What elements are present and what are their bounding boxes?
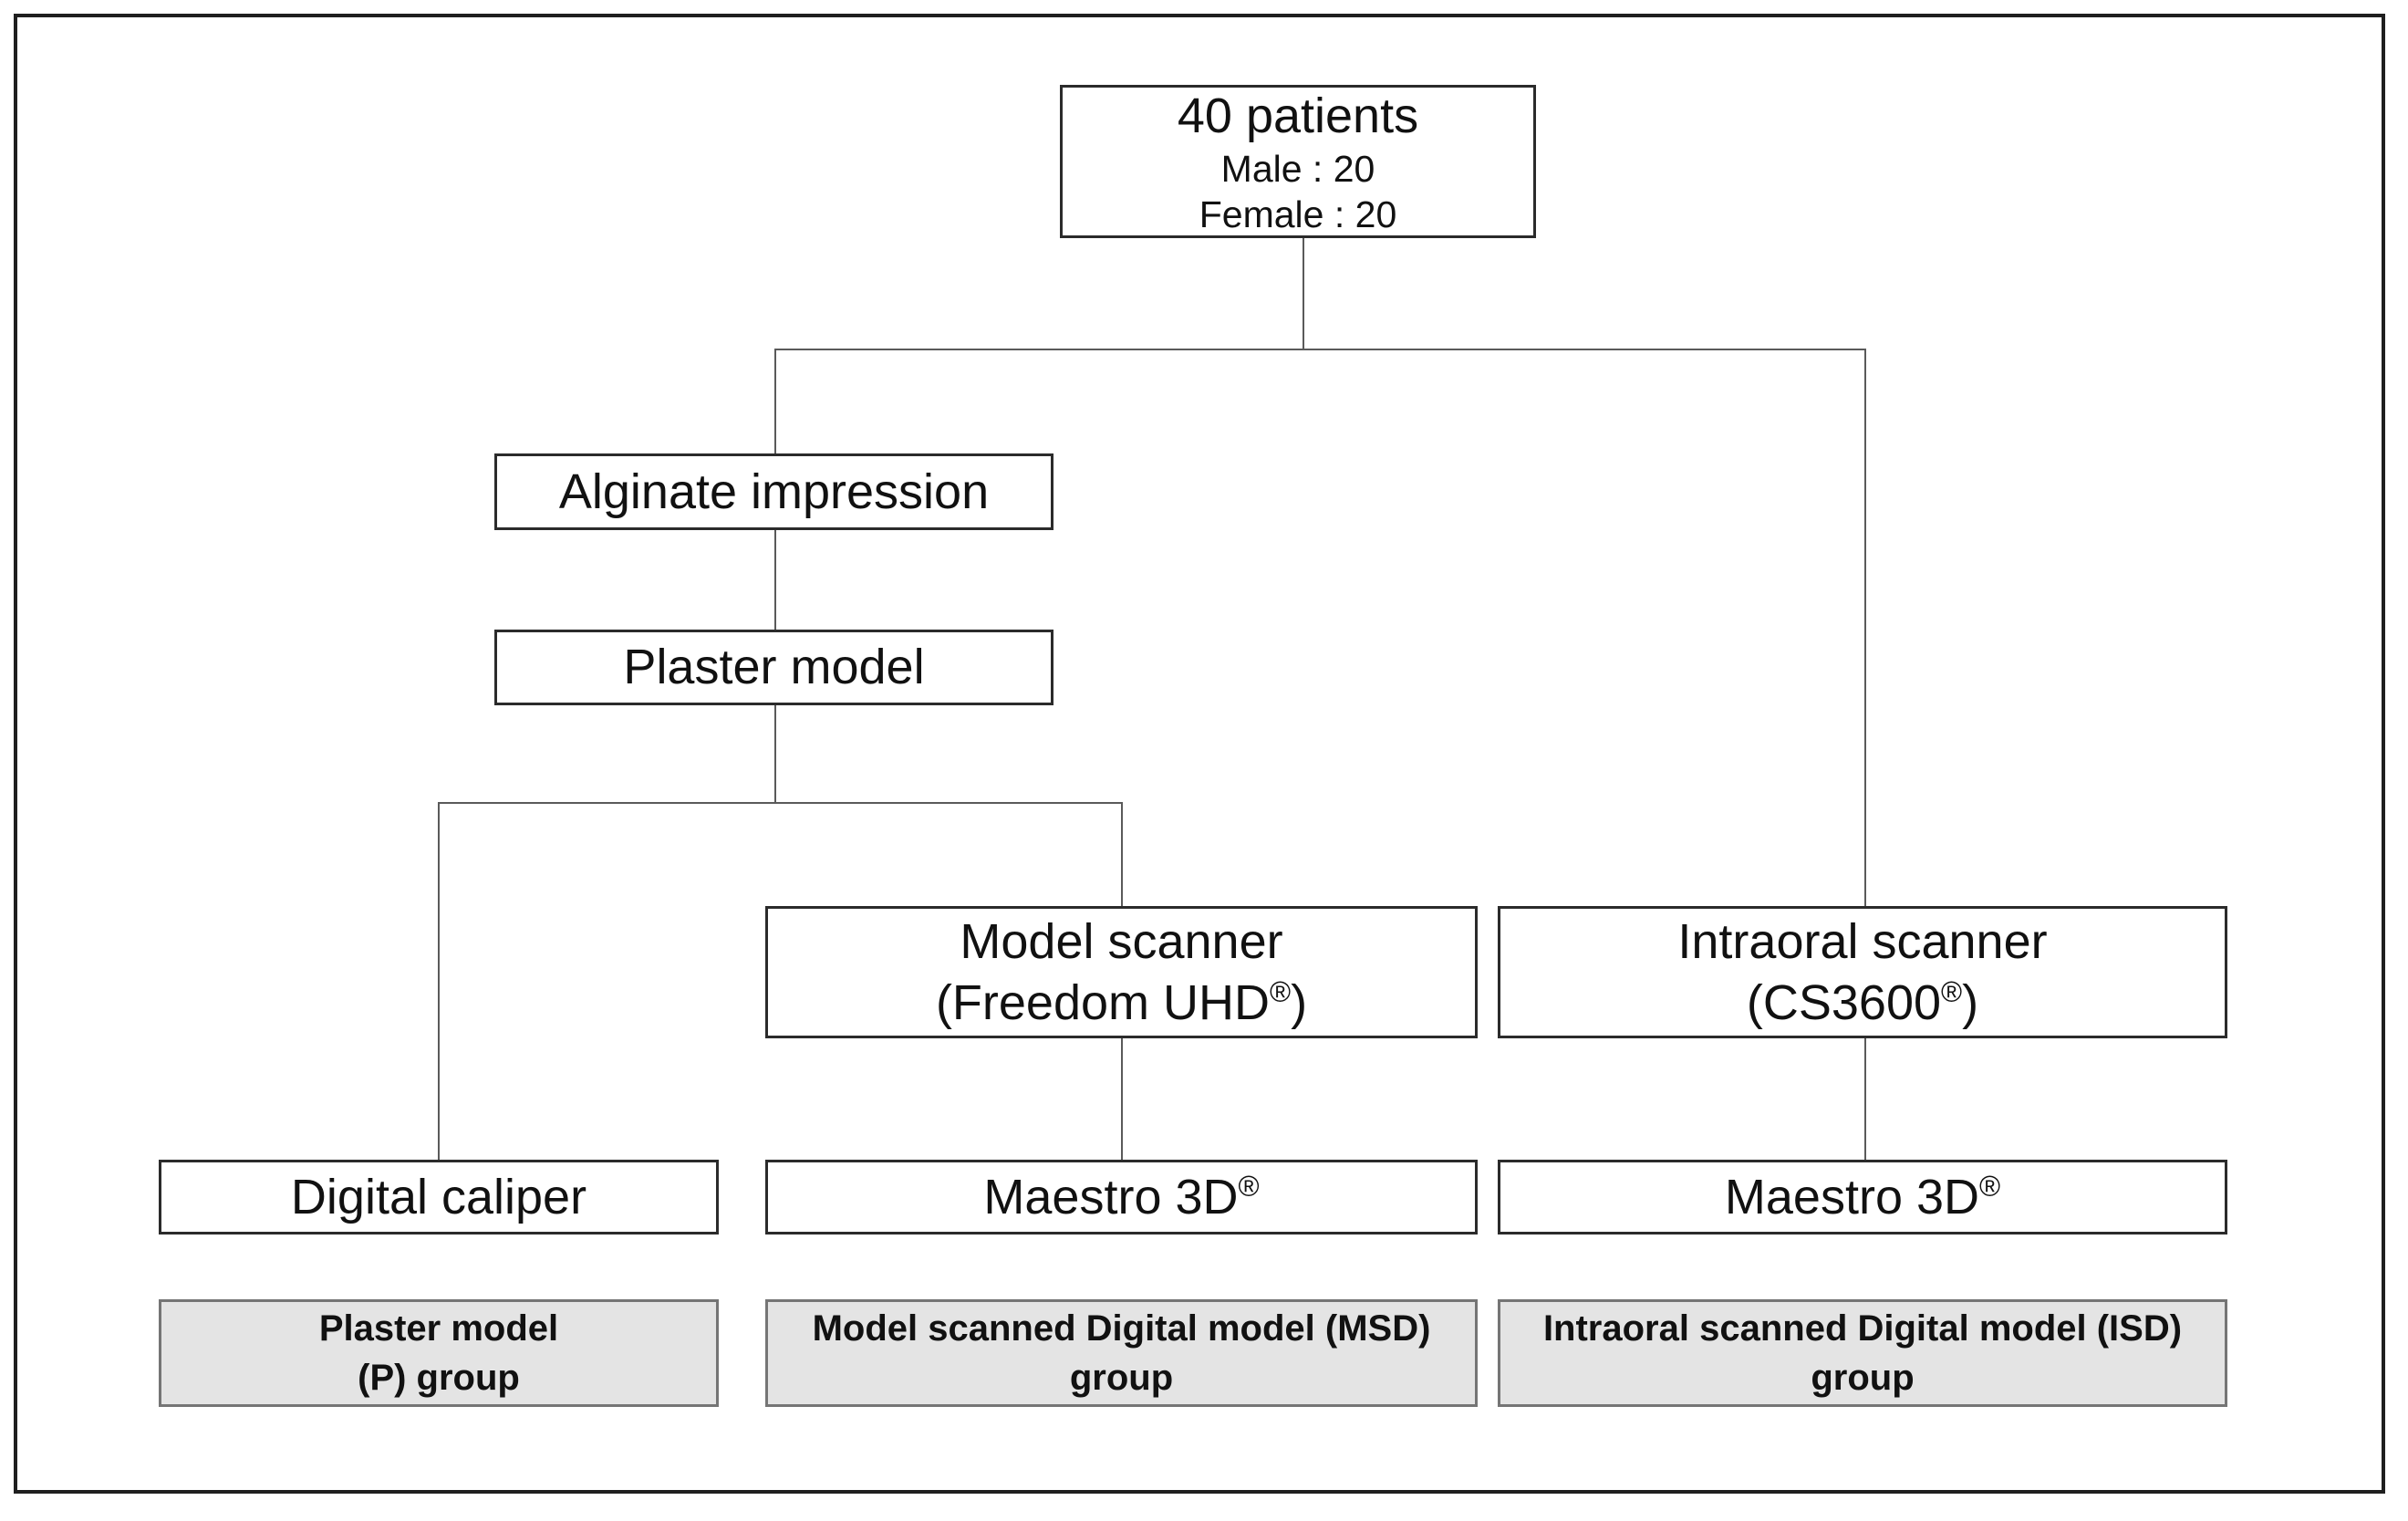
- registered-trademark-symbol: ®: [1941, 975, 1963, 1008]
- node-intraoral-scanner: Intraoral scanner (CS3600®): [1498, 906, 2227, 1038]
- maestro-isd-label: Maestro 3D®: [1725, 1167, 2000, 1227]
- plaster-model-label: Plaster model: [623, 640, 925, 695]
- connector-branch1-horizontal: [774, 349, 1866, 350]
- group-msd-line2: group: [1069, 1358, 1174, 1398]
- connector-to-intraoral-scanner: [1864, 349, 1866, 908]
- model-scanner-device: (Freedom UHD: [935, 974, 1270, 1030]
- connector-to-digital-caliper: [438, 802, 440, 1162]
- node-digital-caliper: Digital caliper: [159, 1160, 719, 1235]
- intraoral-scanner-device-close: ): [1962, 974, 1979, 1030]
- node-maestro-msd: Maestro 3D®: [765, 1160, 1478, 1235]
- connector-plaster-down: [774, 703, 776, 804]
- alginate-impression-label: Alginate impression: [558, 464, 990, 519]
- connector-modelscanner-maestro: [1121, 1037, 1123, 1162]
- intraoral-scanner-device: (CS3600: [1746, 974, 1942, 1030]
- model-scanner-label-line2: (Freedom UHD®): [936, 973, 1307, 1033]
- registered-trademark-symbol: ®: [1979, 1170, 2001, 1203]
- patients-female-count: Female : 20: [1199, 193, 1397, 236]
- model-scanner-device-close: ): [1291, 974, 1308, 1030]
- group-msd-line1: Model scanned Digital model (MSD): [812, 1308, 1431, 1349]
- connector-to-alginate: [774, 349, 776, 455]
- figure-border: [14, 14, 2385, 1494]
- group-isd-line1: Intraoral scanned Digital model (ISD): [1542, 1308, 2183, 1349]
- connector-branch2-horizontal: [438, 802, 1123, 804]
- maestro-msd-text: Maestro 3D: [983, 1169, 1239, 1224]
- node-alginate-impression: Alginate impression: [494, 453, 1054, 530]
- group-p-line1: Plaster model: [318, 1308, 559, 1349]
- group-model-scanned-digital: Model scanned Digital model (MSD) group: [765, 1299, 1478, 1407]
- maestro-msd-label: Maestro 3D®: [983, 1167, 1259, 1227]
- intraoral-scanner-label-line2: (CS3600®): [1747, 973, 1978, 1033]
- connector-intraoral-maestro: [1864, 1037, 1866, 1162]
- group-plaster-model: Plaster model (P) group: [159, 1299, 719, 1407]
- node-plaster-model: Plaster model: [494, 630, 1054, 705]
- node-maestro-isd: Maestro 3D®: [1498, 1160, 2227, 1235]
- model-scanner-label-line1: Model scanner: [960, 914, 1283, 970]
- digital-caliper-label: Digital caliper: [290, 1169, 587, 1224]
- node-model-scanner: Model scanner (Freedom UHD®): [765, 906, 1478, 1038]
- patients-male-count: Male : 20: [1220, 148, 1375, 191]
- intraoral-scanner-label-line1: Intraoral scanner: [1677, 914, 2048, 970]
- node-patients: 40 patients Male : 20 Female : 20: [1060, 85, 1536, 238]
- connector-to-model-scanner: [1121, 802, 1123, 908]
- connector-patients-down: [1303, 238, 1304, 350]
- registered-trademark-symbol: ®: [1238, 1170, 1260, 1203]
- connector-alginate-plaster: [774, 527, 776, 631]
- group-intraoral-scanned-digital: Intraoral scanned Digital model (ISD) gr…: [1498, 1299, 2227, 1407]
- group-isd-line2: group: [1811, 1358, 1915, 1398]
- maestro-isd-text: Maestro 3D: [1724, 1169, 1980, 1224]
- group-p-line2: (P) group: [358, 1358, 520, 1398]
- patients-title: 40 patients: [1177, 88, 1419, 143]
- registered-trademark-symbol: ®: [1270, 975, 1292, 1008]
